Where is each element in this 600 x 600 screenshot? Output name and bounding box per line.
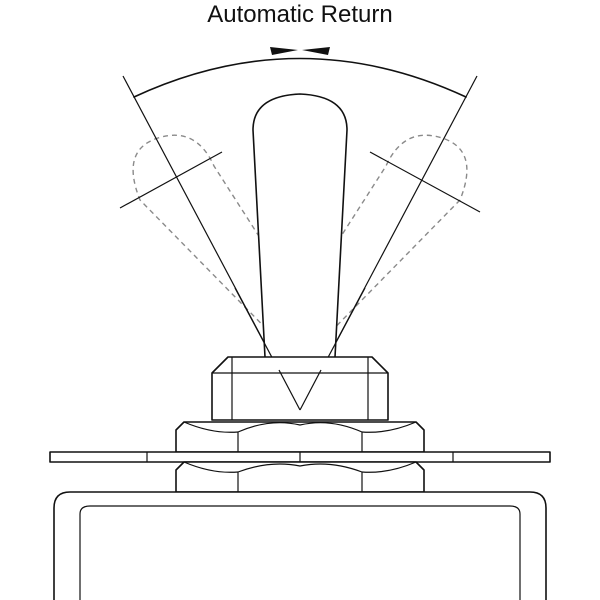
right-tick-mark	[369, 151, 481, 213]
lower-hex-nut	[175, 461, 425, 493]
mounting-plate	[49, 451, 551, 463]
left-tick-mark	[119, 151, 223, 209]
return-angle-arc	[133, 57, 467, 98]
pivot-line-right	[299, 369, 322, 411]
pivot-line-left	[278, 369, 301, 411]
diagram-title: Automatic Return	[207, 1, 393, 28]
left-arrowhead	[270, 47, 298, 55]
switch-body	[53, 491, 547, 600]
upper-hex-nut	[175, 421, 425, 453]
left-thrown-lever-outline	[132, 134, 336, 356]
center-lever	[252, 93, 348, 358]
right-arrowhead	[302, 47, 330, 55]
bushing-nut	[211, 356, 389, 421]
right-thrown-lever-outline	[264, 134, 468, 356]
